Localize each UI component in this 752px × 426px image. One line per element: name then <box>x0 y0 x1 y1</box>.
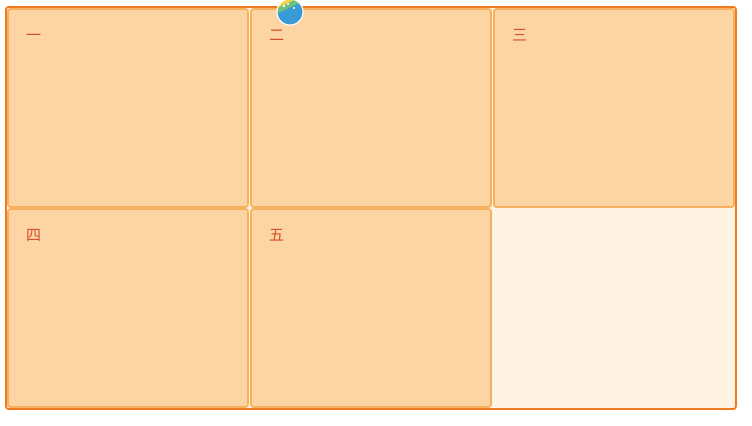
cell-label: 一 <box>26 26 42 44</box>
cell-label: 三 <box>512 26 528 44</box>
grid-cell-3[interactable]: 三 <box>493 8 735 208</box>
grid-cell-5[interactable]: 五 <box>250 208 492 408</box>
cell-label: 五 <box>269 226 285 244</box>
empty-grid-slot <box>493 208 735 408</box>
cell-label: 四 <box>26 226 42 244</box>
grid-cell-4[interactable]: 四 <box>7 208 249 408</box>
painted-egg-icon <box>276 0 304 26</box>
grid-cell-1[interactable]: 一 <box>7 8 249 208</box>
grid-board: 一 二 三 四 五 <box>5 6 737 410</box>
grid-cell-2[interactable]: 二 <box>250 8 492 208</box>
cell-label: 二 <box>269 26 285 44</box>
